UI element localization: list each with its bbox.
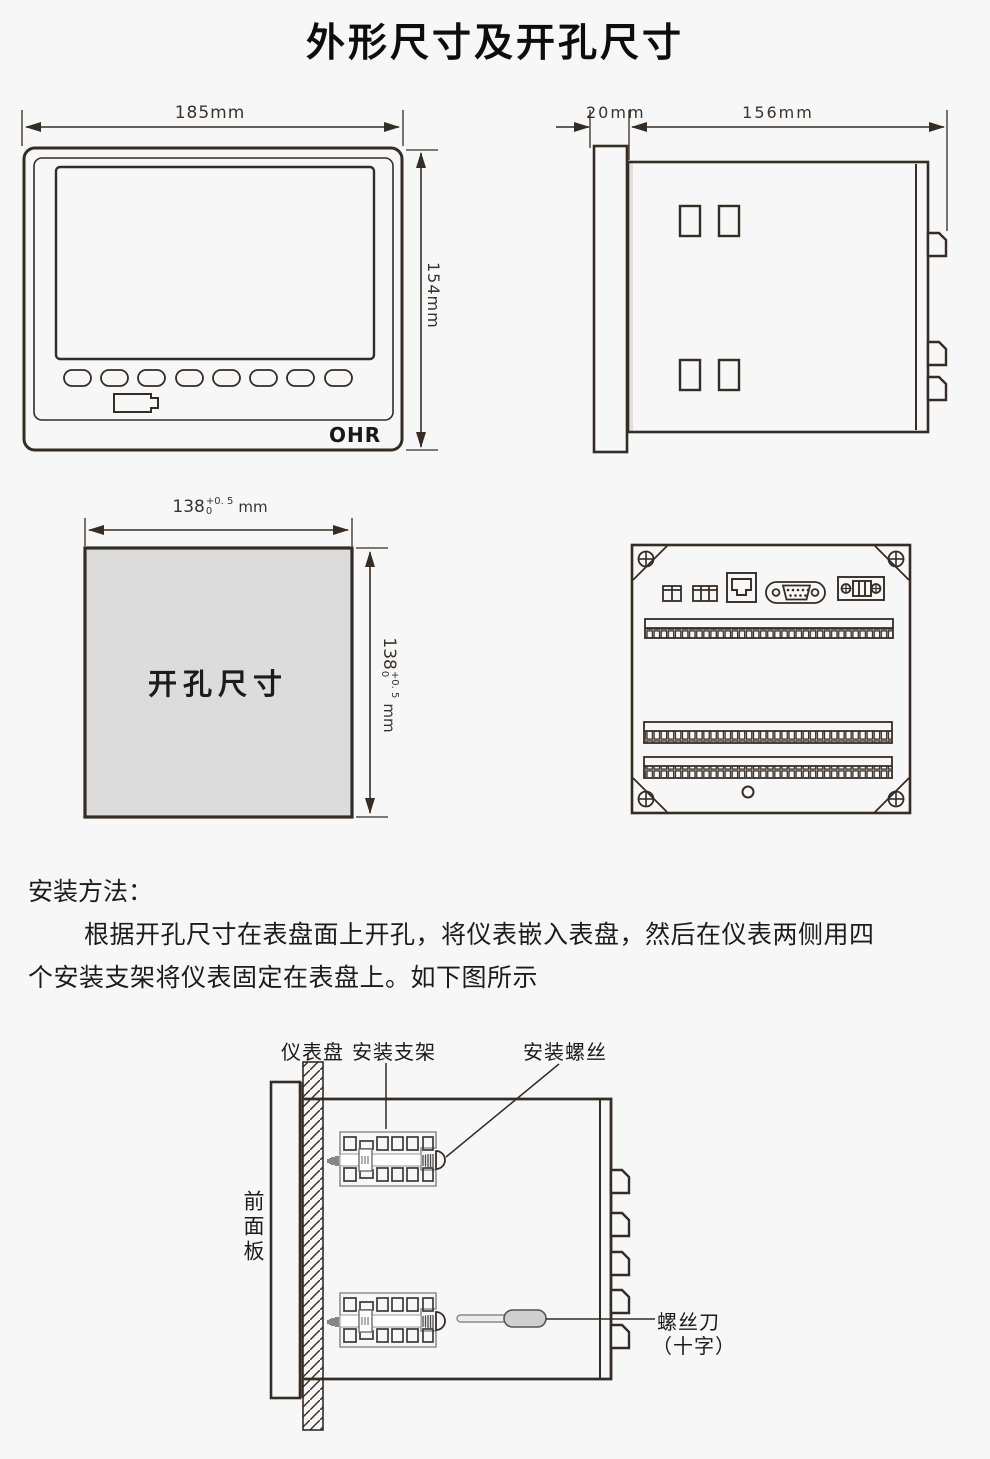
latch-tab [926,231,948,258]
side-view-figure [556,110,948,454]
card-slot [113,393,159,413]
mounting-bracket [327,1131,446,1187]
cutout-figure [83,518,388,819]
db9-connector [765,581,826,604]
terminal-strip [643,721,893,744]
brand-logo: OHR [329,423,382,447]
terminal-strip [644,618,894,639]
label-screw: 安装螺丝 [523,1042,607,1064]
front-height-dim-label: 154mm [424,262,443,329]
page-title: 外形尺寸及开孔尺寸 [305,22,684,65]
rear-outline [630,543,912,815]
leader-screw [445,1063,560,1158]
front-width-dim-label: 185mm [174,103,246,123]
install-heading: 安装方法： [28,879,154,906]
ground-hole [741,785,755,799]
corner-screw-icon [887,550,905,568]
label-screwdriver-type: （十字） [652,1336,736,1358]
install-paragraph-line1: 根据开孔尺寸在表盘面上开孔，将仪表嵌入表盘，然后在仪表两侧用四 [84,922,875,949]
side-depth-dim-label: 20mm [586,103,646,122]
install-front-panel [269,1080,302,1400]
side-vents [678,204,741,392]
front-view-figure [21,110,438,452]
front-buttons [63,369,353,387]
latch-tab [609,1168,631,1195]
cutout-square [83,546,354,819]
ethernet-port [726,572,757,603]
cutout-label: 开孔尺寸 [147,669,288,701]
device-outline [22,146,404,452]
label-front-panel: 前面板 [241,1190,265,1265]
corner-screw-icon [887,790,905,808]
side-body [626,160,930,434]
install-body [303,1097,613,1381]
side-length-dim-label: 156mm [742,103,814,122]
terminal-block-3p [692,585,718,602]
label-panel: 仪表盘 [281,1042,344,1064]
terminal-strip [643,756,893,779]
side-bezel [592,144,629,454]
latch-tab [609,1250,631,1277]
terminal-block-2p [662,585,682,602]
screwdriver [456,1309,547,1328]
screen [54,165,376,361]
label-bracket: 安装支架 [352,1042,436,1064]
install-figure [269,1061,655,1431]
latch-tab [926,375,948,402]
panel-hatched-bar [302,1061,324,1431]
latch-tab [609,1288,631,1315]
power-socket [837,576,885,601]
label-screwdriver: 螺丝刀 [657,1312,720,1334]
latch-tab [609,1323,631,1350]
latch-tab [609,1211,631,1238]
corner-screw-icon [637,550,655,568]
mounting-bracket [327,1292,446,1348]
latch-tab [926,340,948,367]
corner-screw-icon [637,790,655,808]
rear-view-figure [630,543,912,815]
bezel-outline [33,157,394,421]
install-paragraph-line2: 个安装支架将仪表固定在表盘上。如下图所示 [28,965,539,992]
